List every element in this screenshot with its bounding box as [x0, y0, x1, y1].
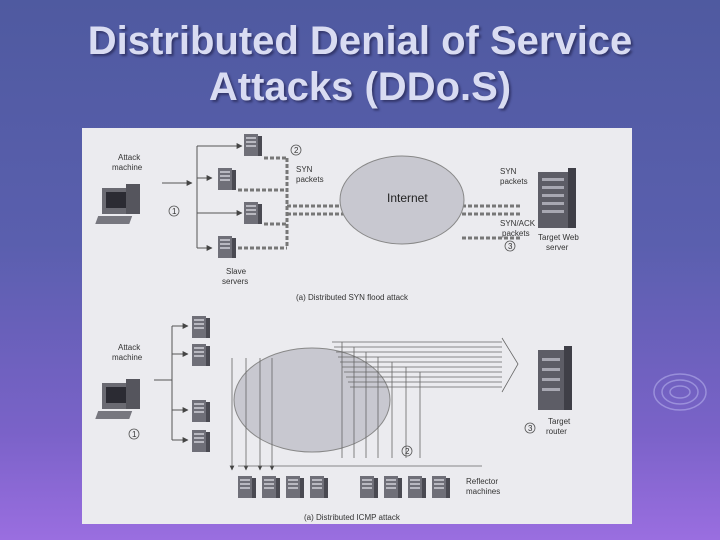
reflector-machine-icons: [238, 476, 450, 498]
downstream-arrows-b: [229, 358, 482, 471]
reflector-machines-label-2: machines: [466, 487, 500, 496]
attack-machine-b-label-2: machine: [112, 353, 143, 362]
step-1-b-marker: [128, 428, 140, 440]
attack-machine-a-label-1: Attack: [118, 153, 141, 162]
step-1-a-marker: [168, 205, 180, 217]
slave-servers-label-1: Slave: [226, 267, 247, 276]
reflector-machines-label-1: Reflector: [466, 477, 498, 486]
internet-cloud-b: [233, 347, 391, 453]
title-line-2: Attacks (DDo.S): [208, 65, 512, 109]
ddos-diagram: Attack machine 1 2 Slave servers SYN pac…: [95, 134, 579, 522]
decorative-swirl-icon: [653, 373, 707, 411]
step-2-a-label: 2: [294, 146, 299, 155]
attack-machine-a-label-2: machine: [112, 163, 143, 172]
caption-a: (a) Distributed SYN flood attack: [296, 293, 409, 302]
syn-packets-2-label-1: SYN: [500, 167, 517, 176]
step-1-b-label: 1: [132, 430, 137, 439]
title-line-1: Distributed Denial of Service: [87, 19, 633, 63]
attack-machine-b-label-1: Attack: [118, 343, 141, 352]
slave-server-icons: [218, 134, 262, 258]
step-3-b-label: 3: [528, 424, 533, 433]
diagram-panel: Attack machine 1 2 Slave servers SYN pac…: [82, 128, 632, 524]
caption-b: (a) Distributed ICMP attack: [304, 513, 401, 522]
target-router-icon: [538, 346, 572, 410]
step-2-a-marker: [290, 144, 302, 156]
step-2-b-marker: [401, 445, 413, 457]
target-web-server-label-1: Target Web: [538, 233, 579, 242]
slide-title: Distributed Denial of Service Attacks (D…: [0, 18, 720, 110]
target-web-server-icon: [538, 168, 576, 228]
step-3-b-marker: [524, 422, 536, 434]
syn-packets-label-1: SYN: [296, 165, 313, 174]
command-arrows-a: [162, 143, 243, 251]
internet-label: Internet: [387, 191, 428, 205]
internet-cloud-a: [339, 155, 465, 245]
attack-machine-b-icon: [95, 379, 140, 419]
target-router-label-2: router: [546, 427, 567, 436]
synack-label-2: packets: [502, 229, 530, 238]
command-arrows-b: [154, 323, 189, 443]
step-3-a-marker: [504, 240, 516, 252]
target-web-server-label-2: server: [546, 243, 569, 252]
target-router-label-1: Target: [548, 417, 571, 426]
slave-server-b-icons: [192, 316, 210, 452]
step-1-a-label: 1: [172, 207, 177, 216]
syn-packets-label-2: packets: [296, 175, 324, 184]
step-2-b-label: 2: [405, 447, 410, 456]
syn-packets-2-label-2: packets: [500, 177, 528, 186]
attack-machine-a-icon: [95, 184, 140, 224]
step-3-a-label: 3: [508, 242, 513, 251]
synack-label-1: SYN/ACK: [500, 219, 536, 228]
slave-servers-label-2: servers: [222, 277, 248, 286]
icmp-streams-b: [332, 337, 519, 458]
